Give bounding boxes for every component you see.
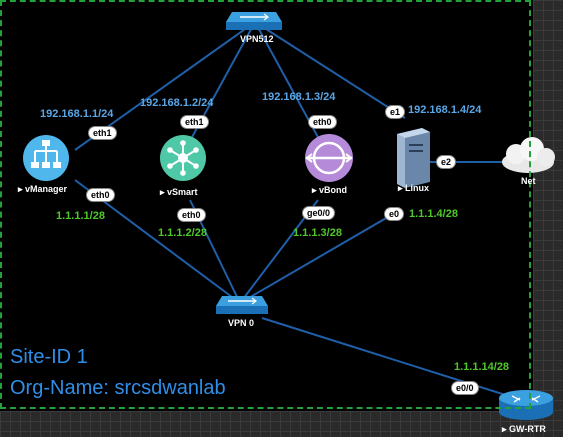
vmanager-transport-ip: 1.1.1.1/28	[56, 210, 105, 222]
linux-net-interface: e2	[436, 155, 457, 169]
linux-mgmt-ip: 192.168.1.4/24	[408, 104, 482, 116]
vbond-icon[interactable]	[305, 134, 353, 182]
router-icon[interactable]	[499, 390, 553, 420]
vbond-mgmt-interface: eth0	[308, 115, 337, 129]
linux-vpn0-interface: e0	[384, 207, 405, 221]
vbond-transport-ip: 1.1.1.3/28	[293, 227, 342, 239]
link-linux-vpn0[interactable]	[239, 209, 401, 304]
org-name-text: Org-Name: srcsdwanlab	[10, 377, 226, 399]
vmanager-label: ▸ vManager	[18, 184, 68, 194]
vbond-label: ▸ vBond	[312, 185, 348, 195]
vsmart-icon[interactable]	[160, 135, 206, 181]
vsmart-mgmt-ip: 192.168.1.2/24	[140, 97, 214, 109]
linux-mgmt-interface: e1	[385, 105, 406, 119]
canvas-grid-bottom	[0, 411, 533, 437]
switch-vpn0[interactable]	[216, 296, 268, 314]
gwrtr-label: ▸ GW-RTR	[502, 424, 546, 434]
linux-label: ▸ Linux	[398, 183, 430, 193]
gwrtr-interface: e0/0	[451, 381, 479, 395]
vsmart-mgmt-interface: eth1	[180, 115, 209, 129]
canvas-grid-right	[533, 0, 563, 437]
vmanager-icon[interactable]	[23, 135, 69, 181]
vmanager-mgmt-ip: 192.168.1.1/24	[40, 108, 114, 120]
vmanager-mgmt-interface: eth1	[88, 126, 117, 140]
vpn512-label: VPN512	[240, 34, 274, 44]
vbond-vpn0-interface: ge0/0	[302, 206, 336, 220]
linux-transport-ip: 1.1.1.4/28	[409, 208, 458, 220]
linux-server-icon[interactable]	[397, 128, 430, 188]
vpn0-label: VPN 0	[228, 318, 255, 328]
vsmart-transport-ip: 1.1.1.2/28	[158, 227, 207, 239]
net-label: Net	[521, 176, 536, 186]
vsmart-label: ▸ vSmart	[160, 187, 198, 197]
cloud-icon[interactable]	[502, 137, 555, 173]
site-id-text: Site-ID 1	[10, 346, 88, 368]
vsmart-vpn0-interface: eth0	[177, 208, 206, 222]
vbond-mgmt-ip: 192.168.1.3/24	[262, 91, 336, 103]
switch-vpn512[interactable]	[226, 12, 282, 30]
link-vpn512-linux[interactable]	[254, 21, 406, 119]
gwrtr-transport-ip: 1.1.1.14/28	[454, 361, 510, 373]
vmanager-vpn0-interface: eth0	[86, 188, 115, 202]
